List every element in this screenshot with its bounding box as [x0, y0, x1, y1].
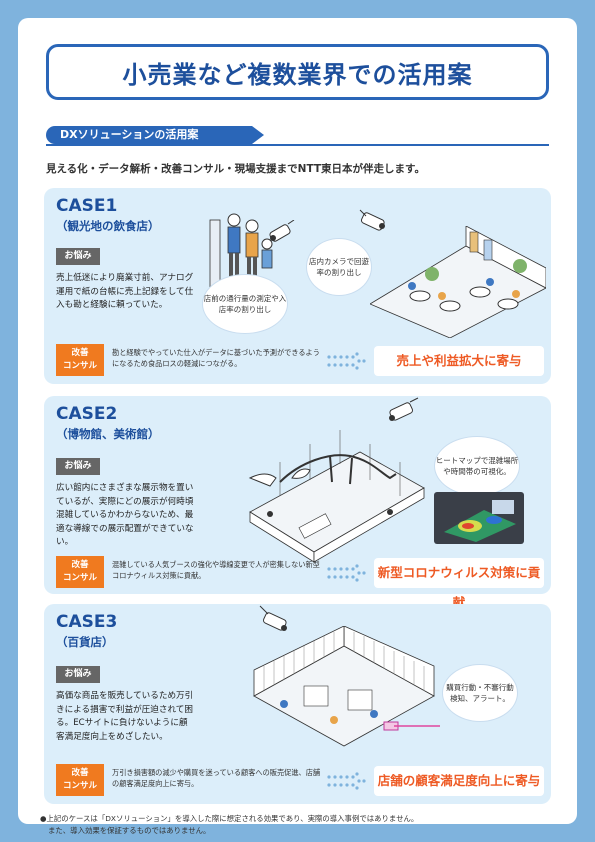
- museum-illustration: [248, 430, 425, 562]
- consult-badge-line2: コンサル: [62, 361, 97, 371]
- arrow-dots-icon: [327, 352, 366, 370]
- callout-bubble: 店内カメラで回遊率の割り出し: [306, 238, 372, 296]
- result-label: 新型コロナウィルス対策に貢献: [374, 558, 544, 610]
- section-divider: [46, 144, 549, 146]
- title-box: 小売業など複数業界での活用案: [46, 44, 549, 100]
- arrow-dots-icon: [327, 564, 366, 582]
- worry-text: 広い館内にさまざまな展示物を置いているが、実際にどの展示が何時頃混雑しているかわ…: [56, 483, 194, 547]
- restaurant-illustration: [370, 226, 546, 338]
- case-3-panel: CASE3 （百貨店） お悩み 高価な商品を販売しているため万引きによる損害で利…: [44, 604, 551, 804]
- consult-badge-line2: コンサル: [62, 781, 97, 791]
- arrow-dots-icon: [327, 772, 366, 790]
- consult-badge-line1: 改善: [71, 348, 89, 358]
- worry-badge: お悩み: [56, 248, 100, 265]
- case-subtitle: （博物館、美術館）: [56, 427, 160, 441]
- consult-badge-line1: 改善: [71, 560, 89, 570]
- consult-badge: 改善 コンサル: [56, 556, 104, 588]
- footnote: ●上記のケースは「DXソリューション」を導入した際に想定される効果であり、実際の…: [40, 814, 419, 823]
- case-1-panel: CASE1 （観光地の飲食店） お悩み 売上低迷により廃業寸前、アナログ運用で紙…: [44, 188, 551, 384]
- worry-text: 高価な商品を販売しているため万引きによる損害で利益が圧迫されて困る。ECサイトに…: [56, 691, 194, 742]
- worry-badge: お悩み: [56, 458, 100, 475]
- camera-icon: [259, 605, 287, 631]
- consult-text: 勘と経験でやっていた仕入がデータに基づいた予測ができるようになるため食品ロスの軽…: [112, 348, 320, 368]
- case-subtitle: （観光地の飲食店）: [56, 219, 160, 233]
- camera-icon: [389, 397, 419, 421]
- result-label: 店舗の顧客満足度向上に寄与: [374, 766, 544, 796]
- case-title: CASE3: [56, 612, 118, 632]
- consult-badge-line1: 改善: [71, 768, 89, 778]
- case-subtitle: （百貨店）: [56, 635, 114, 649]
- department-store-illustration: [253, 626, 440, 747]
- case-2-panel: CASE2 （博物館、美術館） お悩み 広い館内にさまざまな展示物を置いているが…: [44, 396, 551, 610]
- consult-badge-line2: コンサル: [62, 573, 97, 583]
- camera-icon: [359, 209, 385, 231]
- camera-icon: [269, 220, 295, 242]
- case-title: CASE2: [56, 404, 118, 424]
- consult-badge: 改善 コンサル: [56, 344, 104, 376]
- section-tag: DXソリューションの活用案: [46, 126, 264, 144]
- callout-bubble: 店前の通行量の測定や入店率の割り出し: [202, 274, 288, 334]
- heatmap-image: [434, 492, 524, 544]
- consult-badge: 改善 コンサル: [56, 764, 104, 796]
- worry-text: 売上低迷により廃業寸前、アナログ運用で紙の台帳に売上記録をして仕入も勘と経験に頼…: [56, 273, 194, 310]
- result-label: 売上や利益拡大に寄与: [374, 346, 544, 376]
- consult-text: 万引き損害額の減少や購買を迷っている顧客への販売促進、店舗の顧客満足度向上に寄与…: [112, 768, 321, 788]
- section-subtitle: 見える化・データ解析・改善コンサル・現場支援までNTT東日本が伴走します。: [46, 163, 425, 175]
- flyer-page: 小売業など複数業界での活用案 DXソリューションの活用案 見える化・データ解析・…: [18, 18, 577, 835]
- callout-bubble: 購買行動・不審行動検知、アラート。: [442, 664, 518, 722]
- case-title: CASE1: [56, 196, 118, 216]
- consult-text: 混雑している人気ブースの強化や導線変更で人が密集しない新型コロナウィルス対策に貢…: [112, 560, 320, 580]
- page-title: 小売業など複数業界での活用案: [122, 60, 473, 89]
- shoppers-illustration: [209, 213, 273, 301]
- worry-badge: お悩み: [56, 666, 100, 683]
- callout-bubble: ヒートマップで混雑場所や時間帯の可視化。: [434, 436, 520, 496]
- footnote-continued: また、導入効果を保証するものではありません。: [48, 826, 211, 835]
